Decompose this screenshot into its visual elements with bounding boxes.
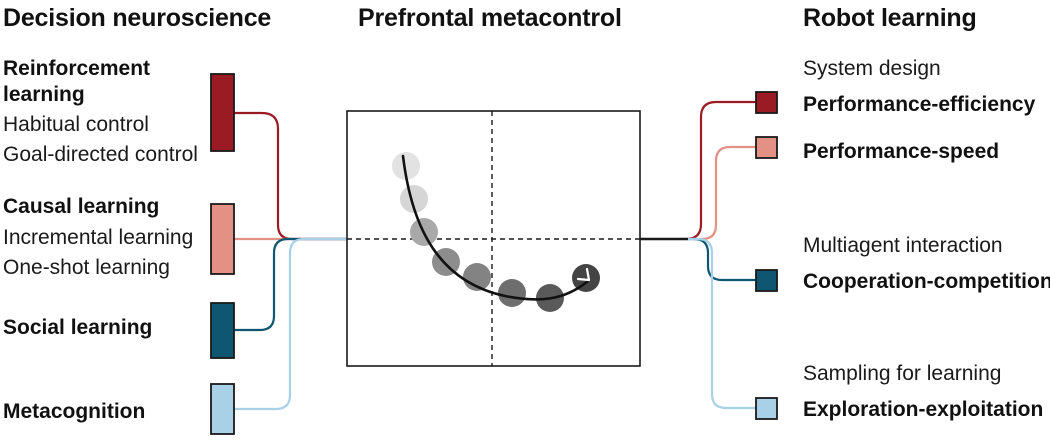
label-system-design: System design: [803, 57, 941, 80]
label-sampling-for-learning: Sampling for learning: [803, 362, 1002, 385]
connector-metacognition: [234, 237, 347, 411]
label-metacognition: Metacognition: [3, 400, 146, 423]
box-causal-learning: [210, 203, 235, 275]
label-cooperation-competition: Cooperation-competition: [803, 270, 1050, 293]
box-performance-speed: [755, 136, 778, 159]
connector-cooperation-competition: [640, 237, 756, 282]
trajectory-dot-8: [572, 264, 600, 292]
label-causal-learning: Causal learning: [3, 195, 160, 218]
connector-performance-speed: [640, 145, 756, 241]
heading-decision-neuroscience: Decision neuroscience: [3, 4, 272, 32]
trajectory-dot-6: [498, 279, 526, 307]
label-multiagent-interaction: Multiagent interaction: [803, 234, 1003, 257]
box-exploration-exploitation: [755, 397, 778, 420]
label-reinforcement-learning-2: learning: [3, 83, 85, 106]
heading-prefrontal-metacontrol: Prefrontal metacontrol: [358, 4, 622, 32]
connector-performance-efficiency: [640, 100, 756, 241]
box-reinforcement-learning: [210, 73, 235, 152]
label-exploration-exploitation: Exploration-exploitation: [803, 398, 1044, 421]
label-one-shot-learning: One-shot learning: [3, 256, 170, 279]
label-social-learning: Social learning: [3, 316, 153, 339]
box-cooperation-competition: [755, 269, 778, 292]
connector-exploration-exploitation: [640, 237, 756, 410]
trajectory-dot-1: [392, 152, 420, 180]
label-performance-speed: Performance-speed: [803, 140, 1000, 163]
heading-robot-learning: Robot learning: [803, 4, 977, 32]
connector-social: [234, 237, 347, 332]
label-incremental-learning: Incremental learning: [3, 226, 194, 249]
box-metacognition: [210, 383, 235, 435]
label-goal-directed-control: Goal-directed control: [3, 143, 198, 166]
trajectory-dot-2: [400, 185, 428, 213]
label-performance-efficiency: Performance-efficiency: [803, 93, 1036, 116]
box-social-learning: [210, 302, 235, 359]
label-reinforcement-learning-1: Reinforcement: [3, 57, 151, 80]
label-habitual-control: Habitual control: [3, 113, 149, 136]
trajectory-arrowhead-icon: [576, 267, 591, 282]
box-performance-efficiency: [755, 91, 778, 114]
connector-reinforcement: [234, 111, 347, 241]
trajectory-curve: [401, 154, 590, 301]
